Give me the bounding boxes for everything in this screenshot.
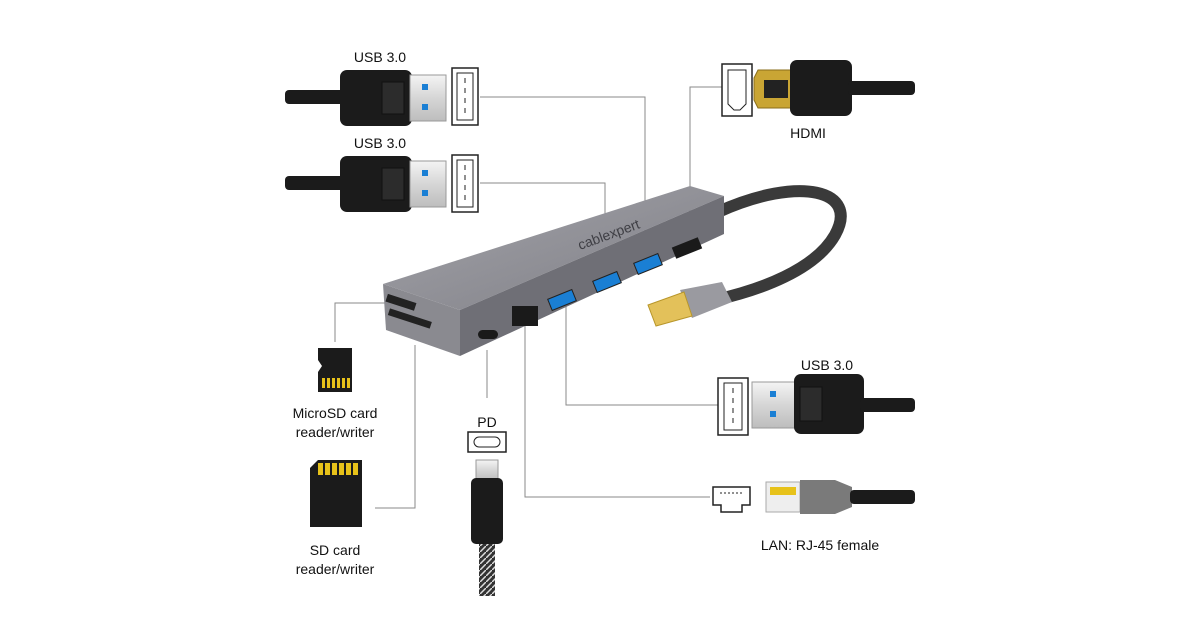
usb-port-icon-right xyxy=(717,377,749,436)
usb-label-2: USB 3.0 xyxy=(354,135,406,151)
rj45-port xyxy=(512,306,538,326)
rj45-port-icon xyxy=(712,486,751,513)
usb-plug-top-2 xyxy=(285,156,447,212)
usb-plug-right xyxy=(751,374,915,434)
usb-plug-top-1 xyxy=(285,70,447,126)
hdmi-label: HDMI xyxy=(790,125,826,141)
usb-port-icon-2 xyxy=(451,154,479,213)
lan-label: LAN: RJ-45 female xyxy=(761,537,879,553)
pd-label: PD xyxy=(477,414,496,430)
usb-label-right: USB 3.0 xyxy=(801,357,853,373)
usb-c-pd-port xyxy=(478,330,498,339)
usb-c-hub-plug xyxy=(647,282,732,327)
microsd-label-line2: reader/writer xyxy=(296,424,375,440)
sd-label-line1: SD card xyxy=(310,542,361,558)
rj45-plug xyxy=(765,480,915,514)
usb-c-hub-device: cablexpert xyxy=(383,186,724,356)
hdmi-port-icon xyxy=(721,63,753,117)
usb-port-icon-1 xyxy=(451,67,479,126)
microsd-card-icon xyxy=(318,348,352,392)
sd-label-line2: reader/writer xyxy=(296,561,375,577)
hdmi-plug xyxy=(753,60,915,116)
microsd-label-line1: MicroSD card xyxy=(293,405,378,421)
sd-card-icon xyxy=(310,460,362,527)
hub-cable xyxy=(709,185,847,306)
usb-label-1: USB 3.0 xyxy=(354,49,406,65)
hdmi-device-port xyxy=(671,237,703,259)
usb-c-port-icon xyxy=(467,431,507,453)
usb-c-pd-plug xyxy=(471,459,503,596)
